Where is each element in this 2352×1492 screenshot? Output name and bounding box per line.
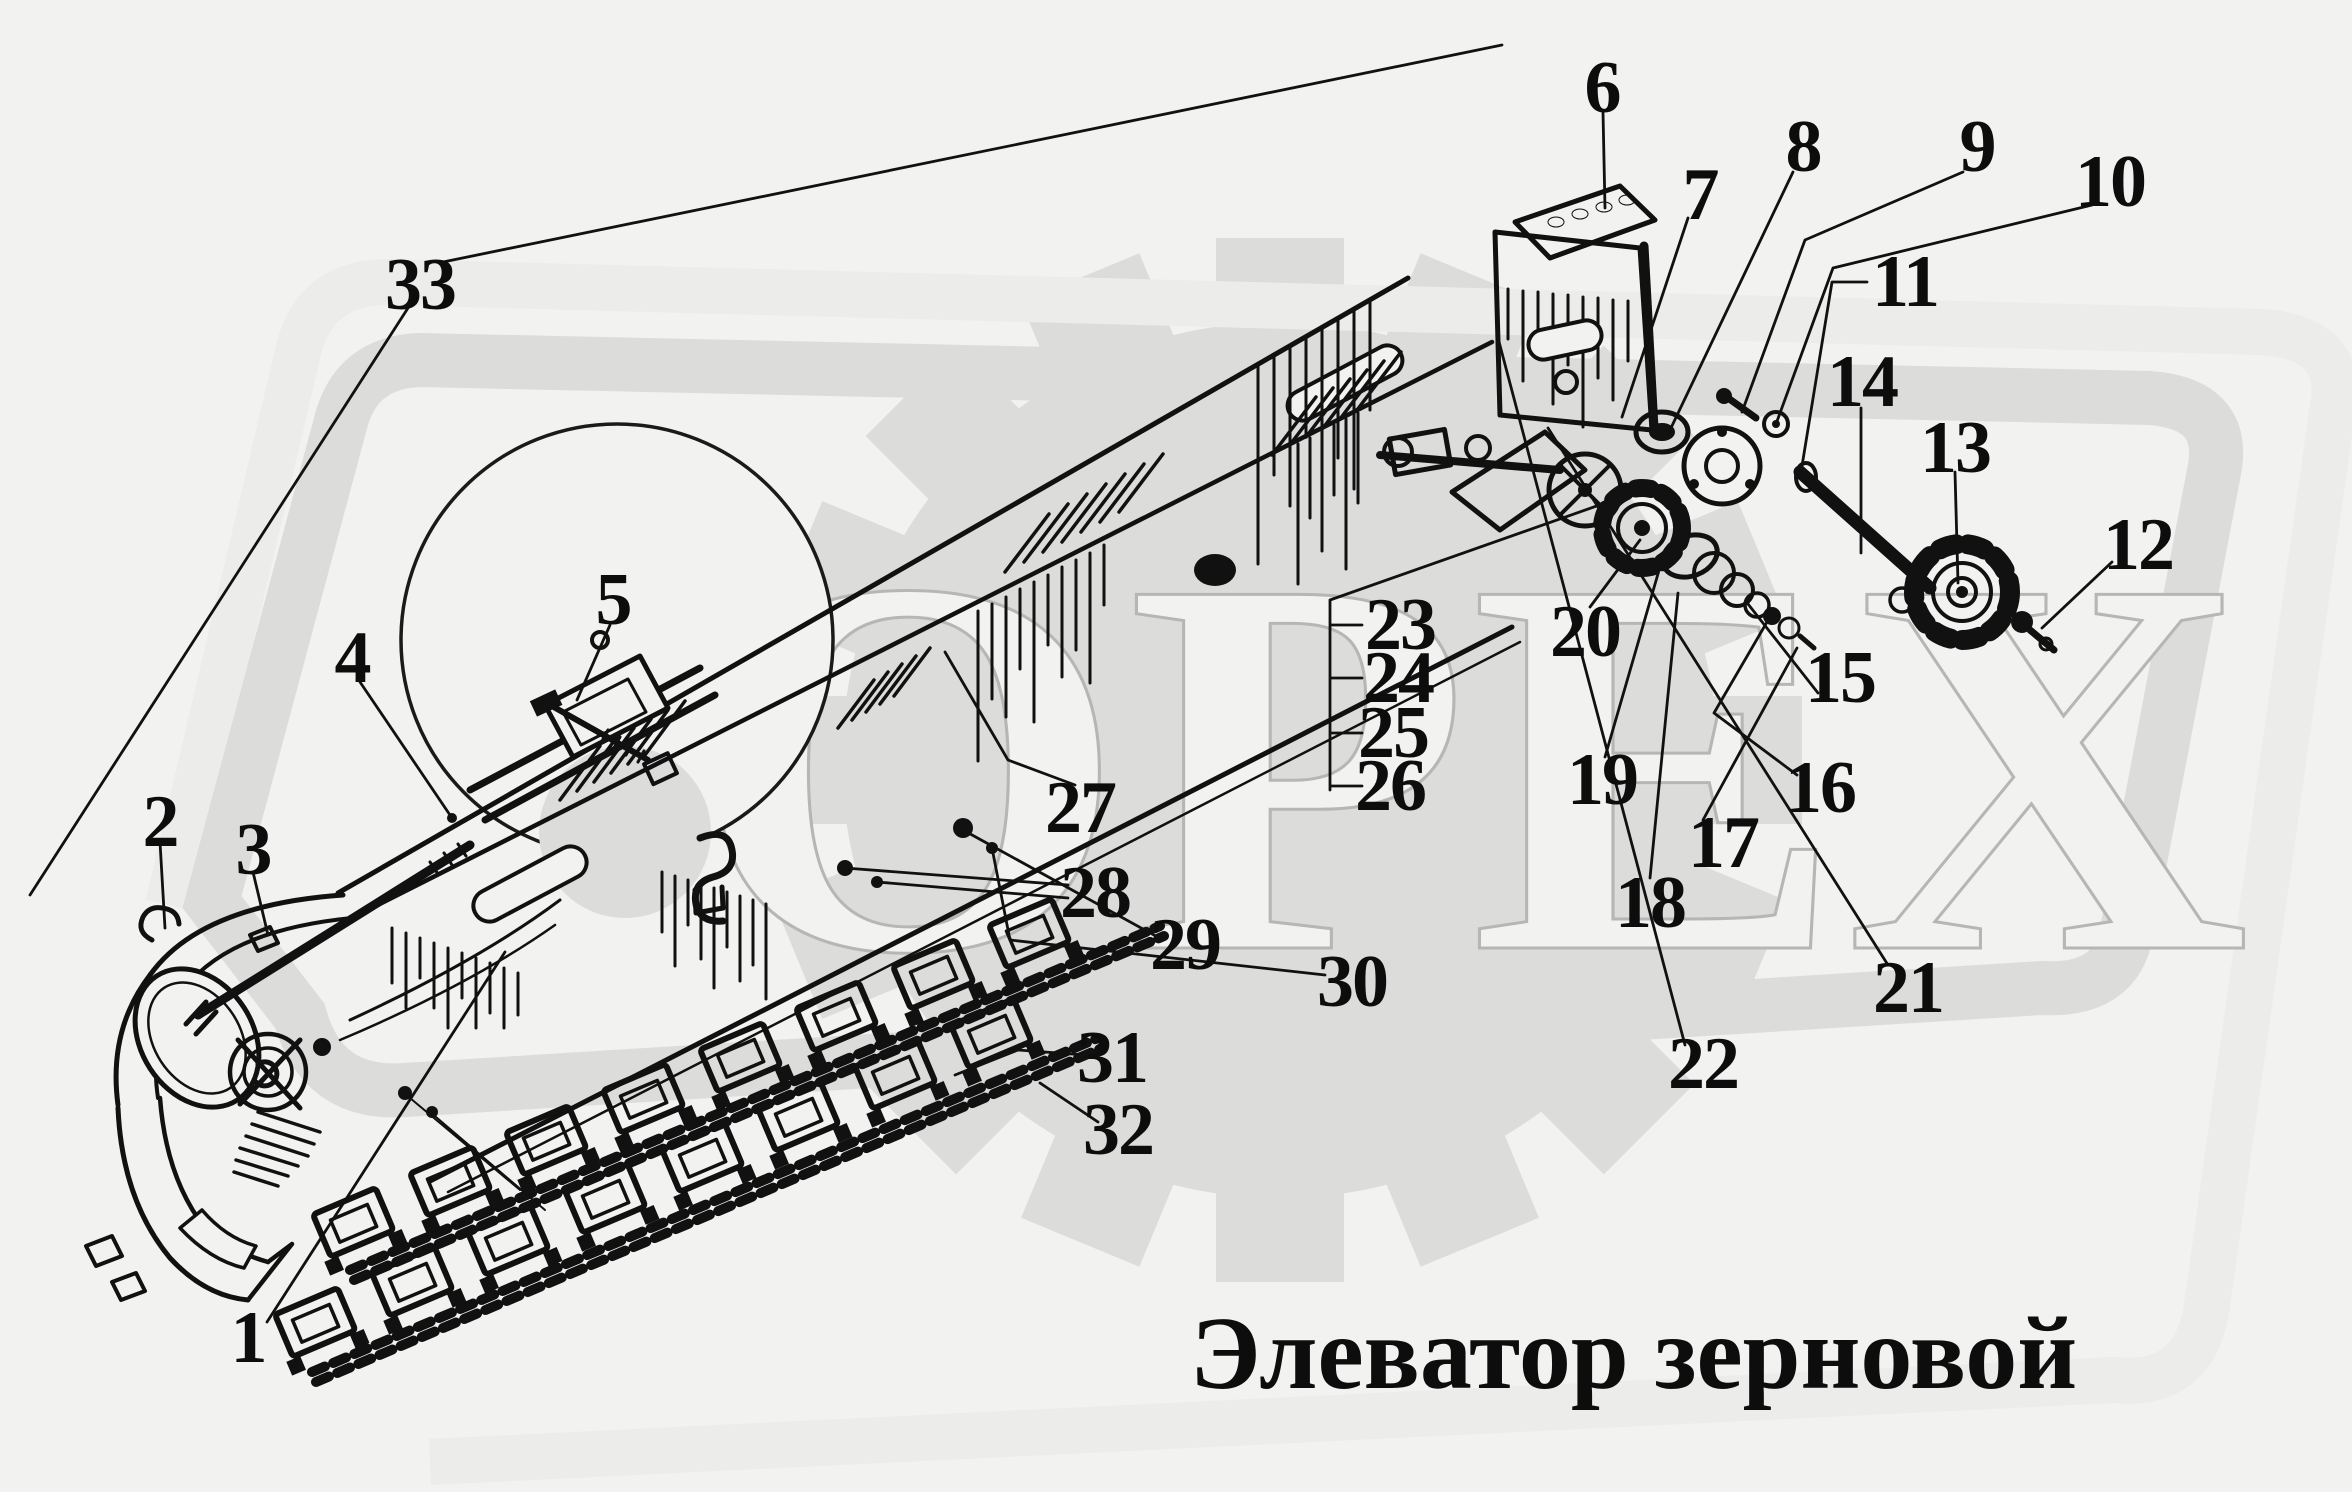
ball [1763, 607, 1781, 625]
bolt-head [2011, 611, 2033, 633]
callout-30: 30 [1317, 941, 1389, 1023]
exploded-parts [1546, 388, 2058, 654]
leader-lines [28, 43, 2114, 1324]
callout-20: 20 [1550, 591, 1622, 673]
callout-16: 16 [1785, 747, 1857, 829]
pin [1797, 633, 1817, 651]
callout-15: 15 [1805, 637, 1877, 719]
callout-18: 18 [1615, 862, 1687, 944]
callout-22: 22 [1668, 1023, 1740, 1105]
callout-7: 7 [1682, 154, 1720, 236]
callout-13: 13 [1920, 407, 1992, 489]
callout-4: 4 [334, 617, 372, 699]
callout-28: 28 [1060, 852, 1132, 934]
callout-23: 23 [1365, 584, 1437, 666]
callout-29: 29 [1150, 904, 1222, 986]
logo-outer-frame [145, 258, 2352, 1485]
callout-6: 6 [1584, 47, 1622, 129]
callout-9: 9 [1959, 106, 1997, 188]
drive-shaft [1793, 465, 1937, 595]
callout-31: 31 [1077, 1017, 1149, 1099]
callout-2: 2 [142, 781, 180, 863]
callout-3: 3 [235, 809, 273, 891]
callout-24: 24 [1363, 637, 1435, 719]
callout-32: 32 [1083, 1089, 1155, 1171]
head-bracket [1449, 429, 1588, 533]
callout-11: 11 [1872, 241, 1940, 323]
scraper-chain [273, 897, 1169, 1387]
panel-hole [1194, 554, 1236, 586]
callout-19: 19 [1567, 739, 1639, 821]
latch-clip [248, 925, 280, 953]
callout-27: 27 [1045, 767, 1117, 849]
sprocket-upper [1593, 479, 1691, 577]
hook-clip [138, 905, 182, 943]
logo-inner-frame [182, 332, 2244, 1118]
callout-14: 14 [1827, 341, 1899, 423]
callout-17: 17 [1688, 802, 1760, 884]
callout-21: 21 [1873, 947, 1945, 1029]
tension-bolt [549, 703, 651, 763]
callout-1: 1 [230, 1297, 268, 1379]
elevator-boot [84, 813, 475, 1303]
callout-10: 10 [2075, 141, 2147, 223]
chain-paddles [273, 897, 1084, 1376]
callout-5: 5 [595, 559, 633, 641]
callout-25: 25 [1358, 692, 1430, 774]
bearing-cup [1633, 409, 1691, 455]
elevator-head [1376, 183, 1659, 533]
balloon-gray-disc [539, 746, 711, 918]
figure-title: Элеватор зерновой [1190, 1296, 2078, 1411]
tension-rod [193, 840, 475, 1020]
callout-33: 33 [385, 244, 457, 326]
callout-12: 12 [2103, 504, 2175, 586]
sprocket-lower [1904, 534, 2020, 650]
callout-8: 8 [1785, 106, 1823, 188]
detail-balloon [399, 422, 835, 918]
callout-26: 26 [1355, 745, 1427, 827]
head-cover-plate [1512, 183, 1658, 261]
